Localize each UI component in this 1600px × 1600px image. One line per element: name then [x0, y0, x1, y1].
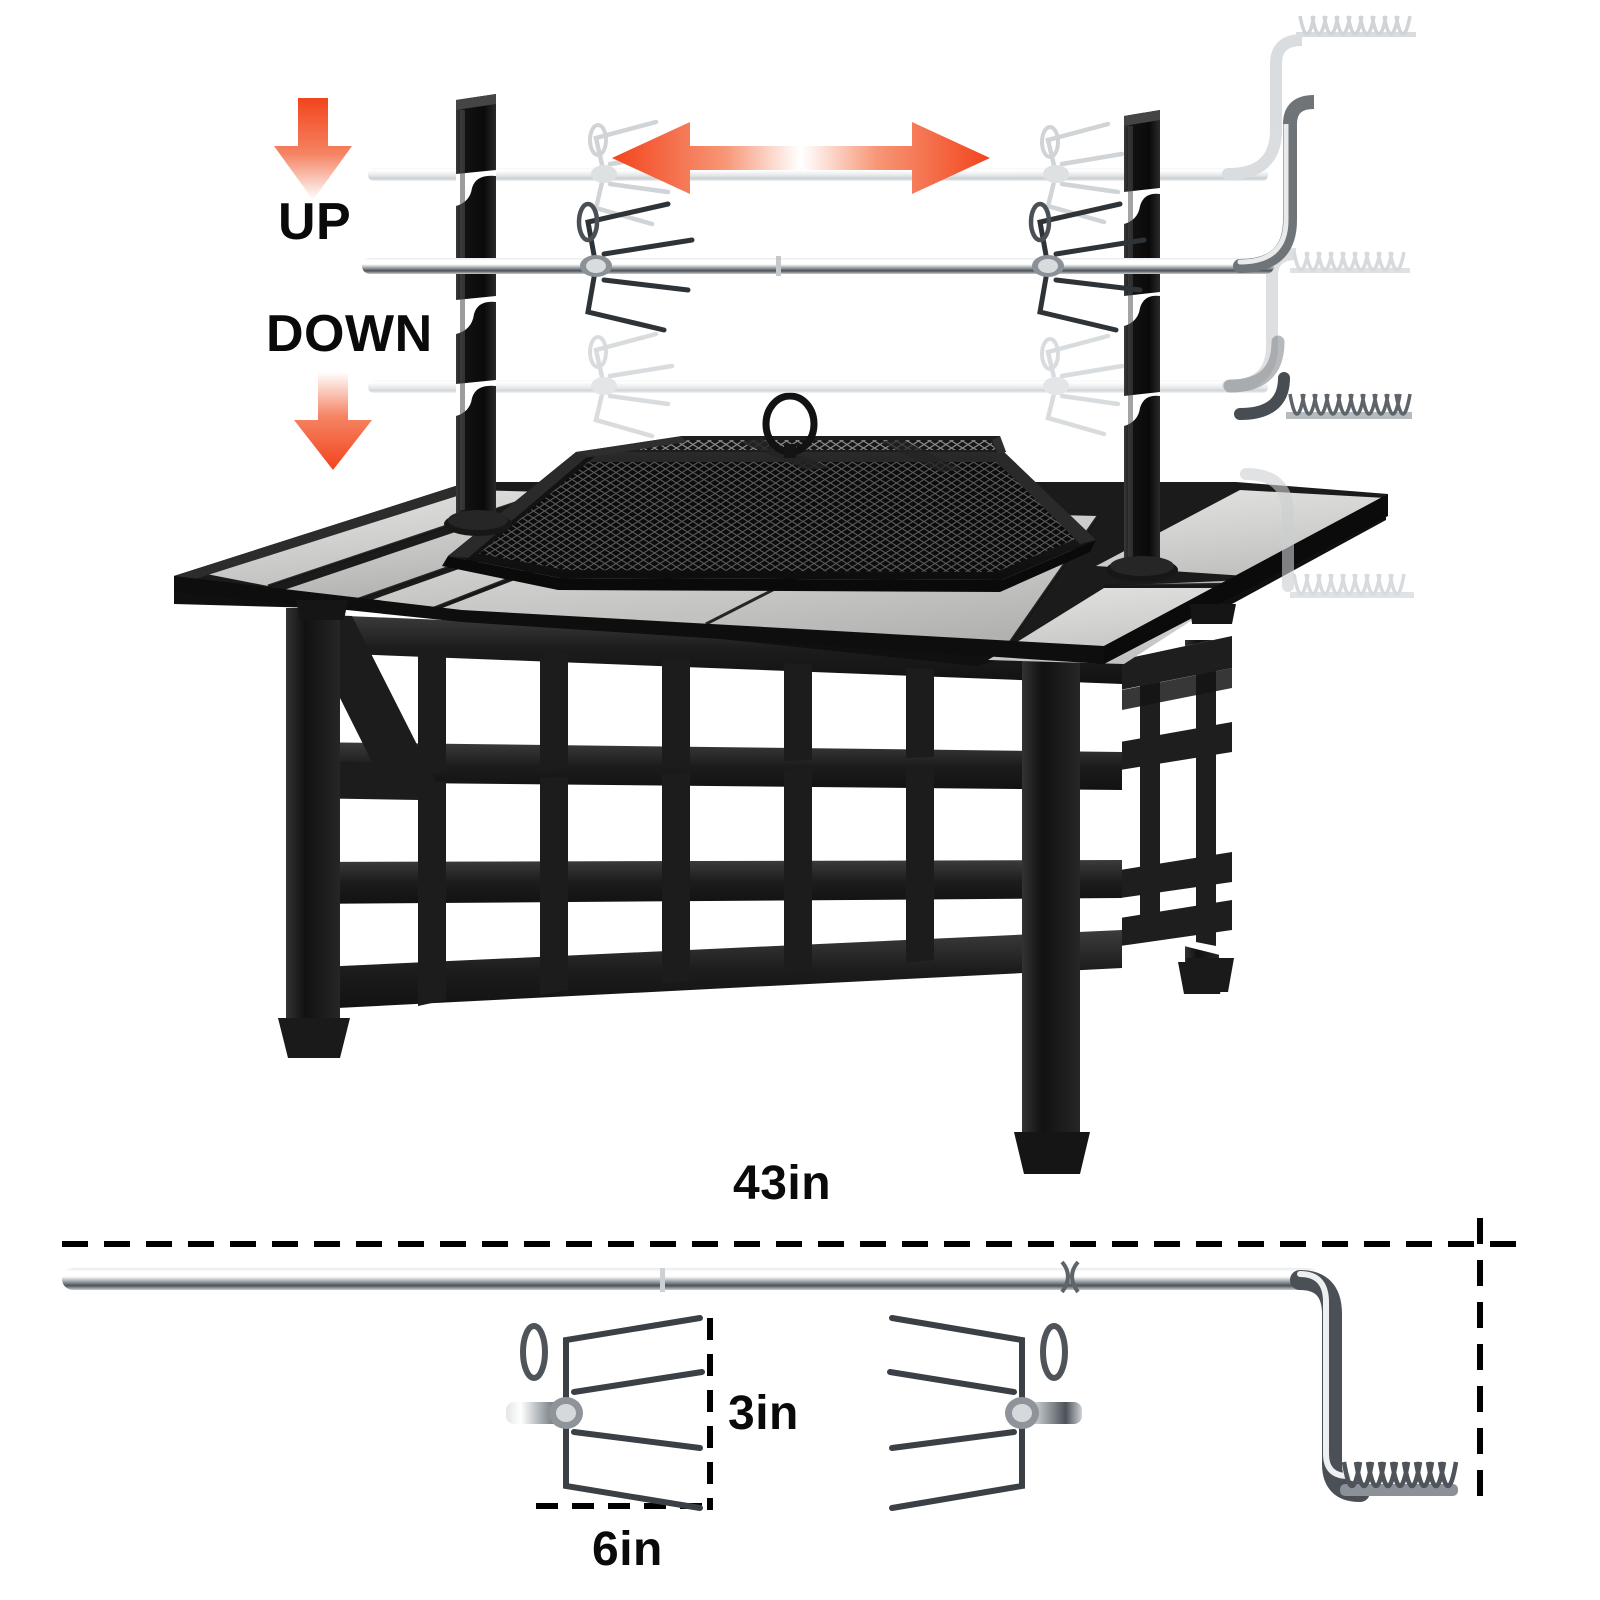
spit-rod-detail: [62, 1260, 1459, 1502]
meat-fork-detail-right: [887, 1315, 1082, 1511]
notched-upright-post-right: [1106, 110, 1178, 582]
meat-fork: [1037, 201, 1147, 333]
spring-grip-middle: [1286, 393, 1412, 419]
up-label: UP: [278, 193, 352, 251]
table-base: [278, 600, 1234, 1174]
arrow-left-right-icon: [612, 122, 990, 194]
dimension-label-width: 6in: [592, 1523, 663, 1576]
spit-rod-lower-ghost: [368, 248, 1410, 439]
spit-rod-upper-ghost: [368, 15, 1416, 227]
fire-pit-spark-screen: [442, 392, 1096, 592]
spring-grip-lower: [1290, 251, 1410, 273]
arrow-down-icon: [294, 372, 372, 470]
notched-upright-post-left: [444, 94, 512, 536]
spring-grip-lower-position: [1240, 468, 1414, 598]
table-top: [174, 482, 1388, 666]
base-front-panel: [298, 614, 1122, 1022]
dimension-label-length: 43in: [733, 1157, 832, 1210]
crank-handle-middle: [1223, 335, 1412, 420]
dimension-label-height: 3in: [728, 1387, 799, 1440]
spit-rod-middle-active: [362, 95, 1410, 421]
meat-fork: [585, 201, 695, 333]
down-label: DOWN: [266, 305, 433, 363]
arrow-up-icon: [274, 98, 352, 200]
spring-grip-detail: [1340, 1461, 1459, 1496]
spring-grip-upper: [1296, 15, 1416, 37]
crank-handle-with-spring-grip: [1280, 414, 1410, 421]
meat-fork-detail-left: [506, 1315, 705, 1511]
